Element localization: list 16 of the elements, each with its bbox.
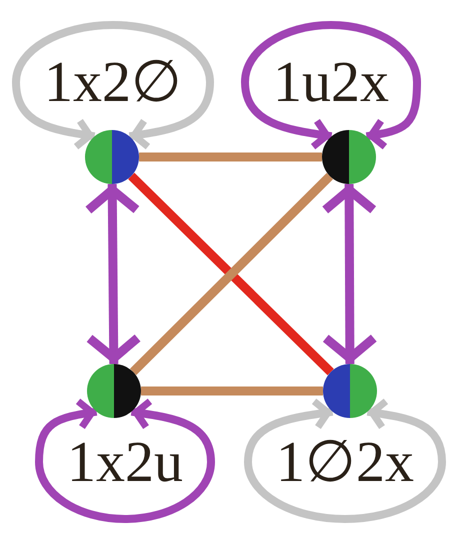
connector-line (141, 386, 323, 396)
node-label: 1u2x (273, 53, 389, 111)
node-label: 1∅2x (276, 433, 414, 491)
node-label: 1x2u (67, 433, 183, 491)
node-circle (85, 130, 139, 184)
self-loop-arrow (241, 21, 421, 150)
double-arrow (84, 184, 142, 364)
node-circle (322, 130, 376, 184)
double-arrow (320, 184, 378, 364)
self-loop-arrow (35, 398, 215, 523)
node-circle (87, 364, 141, 418)
connector-line (139, 152, 322, 162)
node-label: 1x2∅ (44, 53, 182, 111)
self-loop-arrow (12, 21, 214, 150)
self-loop-arrow (244, 398, 446, 523)
node-circle (323, 364, 377, 418)
